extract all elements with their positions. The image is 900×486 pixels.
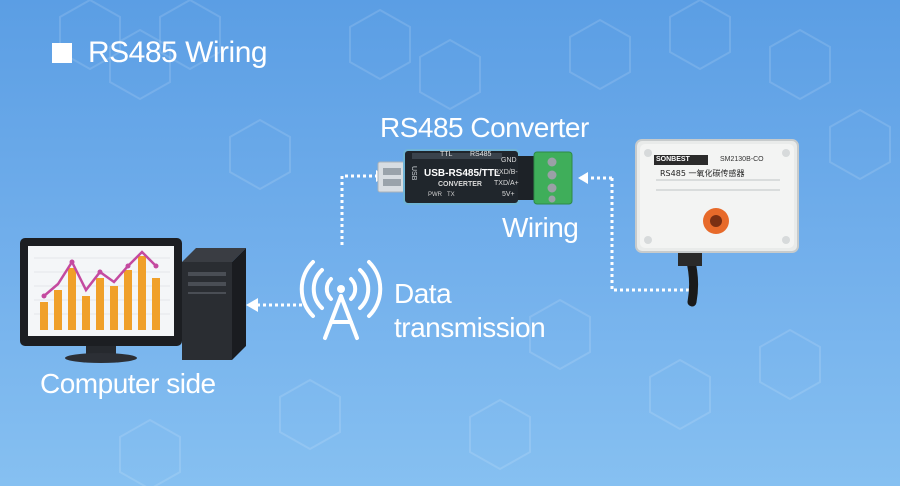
line-sensor-bottom bbox=[610, 178, 690, 292]
data-transmission-label-line1: Data bbox=[394, 278, 452, 309]
title-text: RS485 Wiring bbox=[88, 36, 268, 69]
converter-main-text: USB-RS485/TTL bbox=[424, 168, 501, 179]
data-transmission-label-line2: transmission bbox=[394, 312, 546, 343]
converter-ttl-text: TTL bbox=[440, 151, 453, 158]
co-sensor-device bbox=[635, 139, 799, 307]
converter-usb-text: USB bbox=[410, 166, 417, 181]
converter-rs485-text: RS485 bbox=[470, 151, 492, 158]
sensor-line-text: RS485 一氧化碳传感器 bbox=[660, 169, 745, 178]
arrow-to-computer bbox=[246, 298, 258, 312]
usb-rs485-converter bbox=[377, 149, 573, 205]
arrow-to-terminal bbox=[578, 172, 588, 184]
line-antenna-to-converter bbox=[340, 174, 378, 245]
sensor-model-text: SM2130B-CO bbox=[720, 156, 764, 163]
converter-pwr-text: PWR bbox=[428, 192, 442, 198]
converter-pin-txd: TXD/A+ bbox=[494, 180, 519, 187]
computer-monitor bbox=[20, 238, 182, 363]
wireless-tower-icon bbox=[299, 260, 383, 340]
sensor-brand-text: SONBEST bbox=[656, 156, 690, 163]
page-title: RS485 Wiring bbox=[52, 36, 268, 70]
wiring-label: Wiring bbox=[502, 212, 579, 243]
square-bullet-icon bbox=[52, 43, 72, 63]
converter-pin-5v: 5V+ bbox=[502, 191, 515, 198]
converter-pin-gnd: GND bbox=[501, 157, 517, 164]
converter-pin-rxd: RXD/B- bbox=[494, 169, 518, 176]
converter-tx-text: TX bbox=[447, 192, 455, 198]
computer-tower bbox=[182, 248, 246, 360]
converter-sub-text: CONVERTER bbox=[438, 181, 482, 188]
computer-side-label: Computer side bbox=[40, 368, 216, 399]
converter-label: RS485 Converter bbox=[380, 112, 589, 143]
